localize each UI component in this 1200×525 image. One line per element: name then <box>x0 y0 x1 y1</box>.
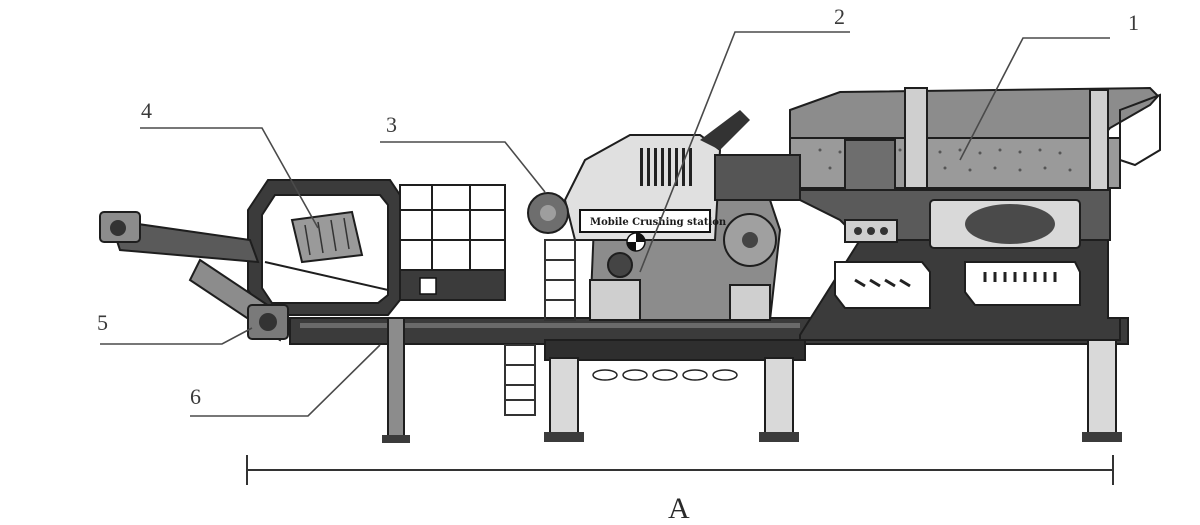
leader-lines <box>100 31 1110 417</box>
power-unit <box>399 184 576 321</box>
callout-6: 6 <box>190 384 201 409</box>
callout-3: 3 <box>386 112 397 137</box>
frame-cutouts <box>834 261 1081 309</box>
crusher-name-plate: Mobile Crushing station <box>590 217 727 228</box>
callout-2: 2 <box>834 4 845 29</box>
vibrating-feeder <box>789 86 1161 249</box>
callout-numbers: 1 2 3 4 5 6 <box>97 4 1139 409</box>
discharge-conveyor <box>99 211 292 342</box>
callout-1: 1 <box>1128 10 1139 35</box>
dimension-line-a: A <box>246 455 1114 525</box>
access-ladder <box>544 239 576 321</box>
secondary-screen-box <box>247 179 401 316</box>
callout-5: 5 <box>97 310 108 335</box>
dimension-label: A <box>668 492 690 525</box>
crusher-unit: Mobile Crushing station <box>527 110 801 321</box>
support-legs <box>382 317 1122 443</box>
crusher-vent-grille <box>640 148 692 186</box>
callout-4: 4 <box>141 98 152 123</box>
